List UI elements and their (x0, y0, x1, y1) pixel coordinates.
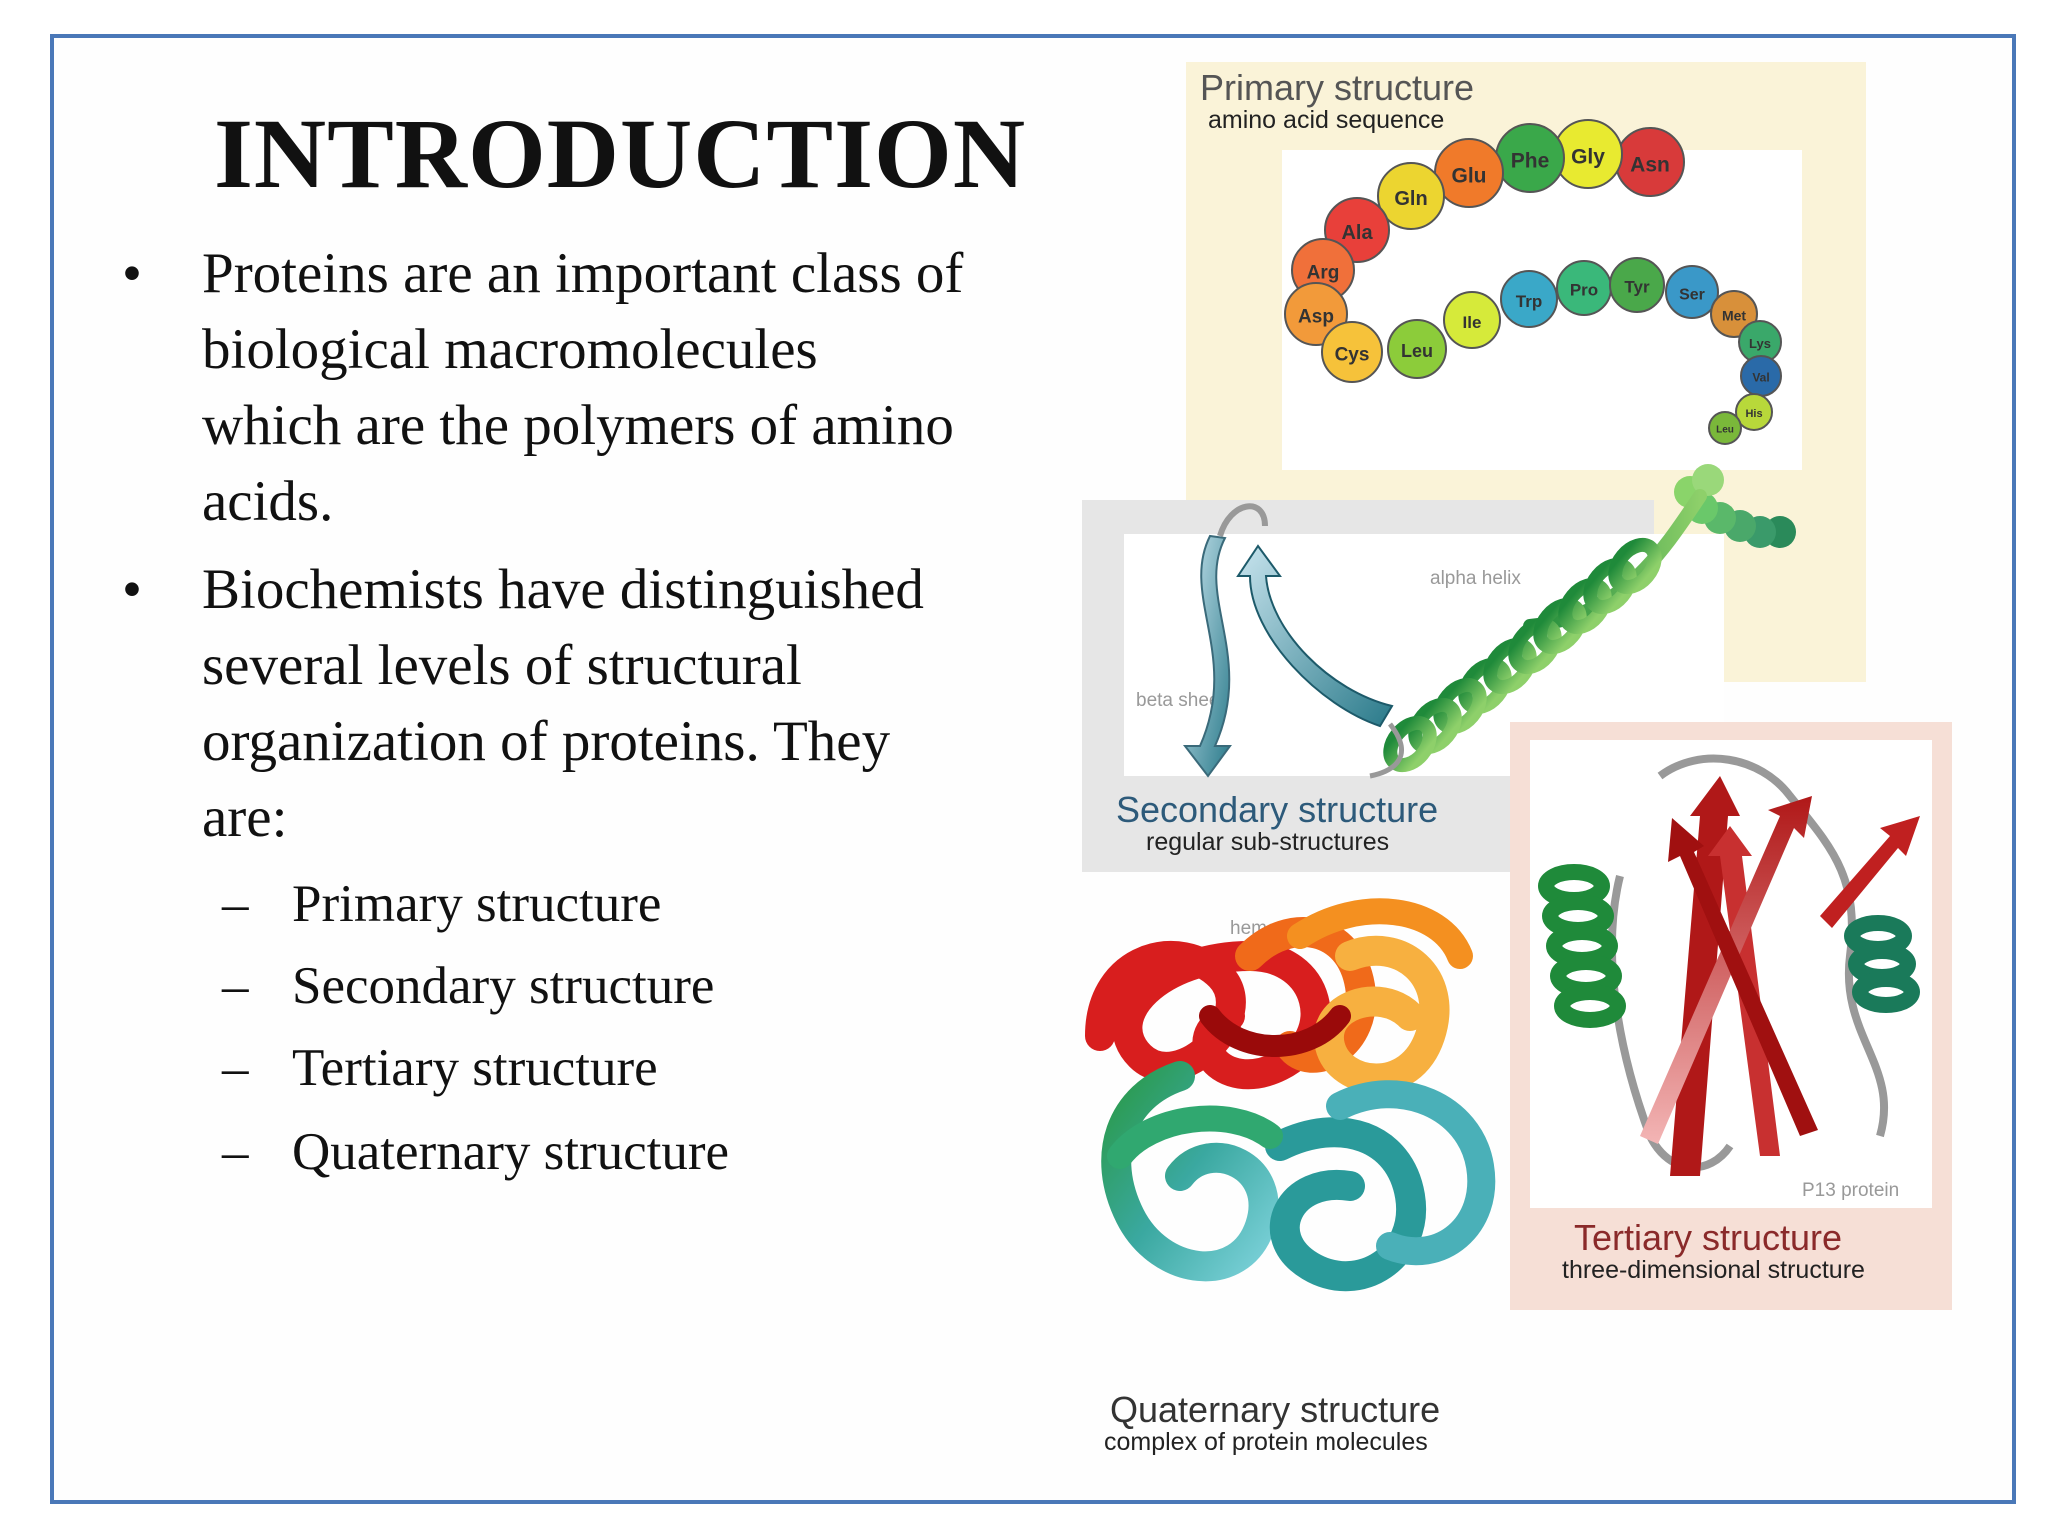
primary-subtitle: amino acid sequence (1208, 106, 1444, 134)
amino-acid-bead: His (1735, 393, 1773, 431)
bullet-line: Proteins are an important class of (202, 242, 964, 305)
beta-sheet-label: beta sheet (1136, 690, 1225, 711)
amino-acid-label: Gln (1394, 188, 1427, 210)
amino-acid-bead: Ile (1443, 291, 1501, 349)
amino-acid-label: Pro (1570, 281, 1598, 300)
amino-acid-bead: Cys (1321, 321, 1383, 383)
sub-marker: – (222, 957, 249, 1015)
amino-acid-label: Asn (1630, 154, 1670, 177)
amino-acid-label: Ala (1341, 222, 1373, 244)
amino-acid-bead: Leu (1387, 319, 1447, 379)
secondary-title: Secondary structure (1116, 789, 1438, 830)
bullet-line: acids. (202, 470, 334, 533)
amino-acid-label: Glu (1452, 165, 1487, 188)
amino-acid-bead: Leu (1708, 411, 1742, 445)
amino-acid-label: Ile (1463, 313, 1482, 332)
bullet-line: several levels of structural (202, 634, 802, 697)
bullet-line: which are the polymers of amino (202, 394, 954, 457)
bullet-line: Biochemists have distinguished (202, 558, 924, 621)
amino-acid-label: Cys (1335, 344, 1370, 365)
amino-acid-bead: Pro (1556, 260, 1612, 316)
amino-acid-label: Asp (1298, 307, 1334, 328)
amino-acid-label: Tyr (1624, 278, 1650, 297)
quaternary-subtitle: complex of protein molecules (1104, 1428, 1428, 1456)
alpha-helix (1383, 489, 1707, 773)
bullet-proteins: • Proteins are an important class of bio… (122, 236, 1082, 546)
amino-acid-label: Lys (1749, 336, 1771, 351)
bullet-marker: • (122, 558, 142, 621)
bullet-marker: • (122, 242, 142, 305)
amino-acid-label: Arg (1307, 263, 1340, 284)
amino-acid-bead: Val (1740, 355, 1782, 397)
sub-marker: – (222, 875, 249, 933)
protein-structure-figure: Primary structure amino acid sequence Se… (1082, 62, 1952, 1456)
primary-title: Primary structure (1200, 67, 1474, 108)
beta-sheet (1182, 503, 1404, 779)
amino-acid-label: Trp (1516, 292, 1542, 311)
amino-acid-bead: Trp (1500, 270, 1558, 328)
amino-acid-bead: Glu (1434, 138, 1504, 208)
amino-acid-bead: Phe (1495, 123, 1565, 193)
amino-acid-label: Gly (1571, 146, 1605, 169)
amino-acid-label: Ser (1679, 286, 1705, 303)
amino-acid-bead: Ser (1665, 265, 1719, 319)
bullet-line: are: (202, 786, 288, 849)
bullet-line: organization of proteins. They (202, 710, 891, 773)
bullet-text: Proteins are an important class of biolo… (202, 236, 1062, 540)
p13-protein-label: P13 protein (1802, 1180, 1899, 1201)
sub-marker: – (222, 1039, 249, 1097)
tertiary-title: Tertiary structure (1574, 1217, 1842, 1258)
slide-title: INTRODUCTION (213, 98, 1027, 209)
amino-acid-bead: Tyr (1609, 257, 1665, 313)
amino-acid-label: Leu (1401, 341, 1433, 361)
bullet-biochemists: • Biochemists have distinguished several… (122, 552, 1082, 862)
amino-acid-label: Met (1722, 307, 1746, 323)
secondary-subtitle: regular sub-structures (1146, 828, 1389, 856)
amino-acid-bead: Gln (1377, 162, 1445, 230)
amino-acid-label: Val (1752, 371, 1769, 385)
sub-marker: – (222, 1123, 249, 1181)
sub-item-label: Quaternary structure (292, 1123, 730, 1181)
bullet-text: Biochemists have distinguished several l… (202, 552, 1062, 856)
sub-item-label: Secondary structure (292, 957, 715, 1015)
tertiary-subtitle: three-dimensional structure (1562, 1256, 1865, 1284)
amino-acid-label: Leu (1716, 424, 1734, 435)
amino-acid-bead: Gly (1553, 119, 1623, 189)
quaternary-title: Quaternary structure (1110, 1389, 1440, 1430)
amino-acid-label: Phe (1511, 150, 1550, 173)
tertiary-ribbon (1538, 754, 1920, 1176)
amino-acid-label: His (1745, 408, 1762, 420)
bullet-line: biological macromolecules (202, 318, 818, 381)
quaternary-ribbon (1085, 898, 1496, 1292)
sub-item-label: Primary structure (292, 875, 662, 933)
amino-acid-bead: Asn (1615, 127, 1685, 197)
sub-item-label: Tertiary structure (292, 1039, 658, 1097)
alpha-helix-label: alpha helix (1430, 568, 1521, 589)
